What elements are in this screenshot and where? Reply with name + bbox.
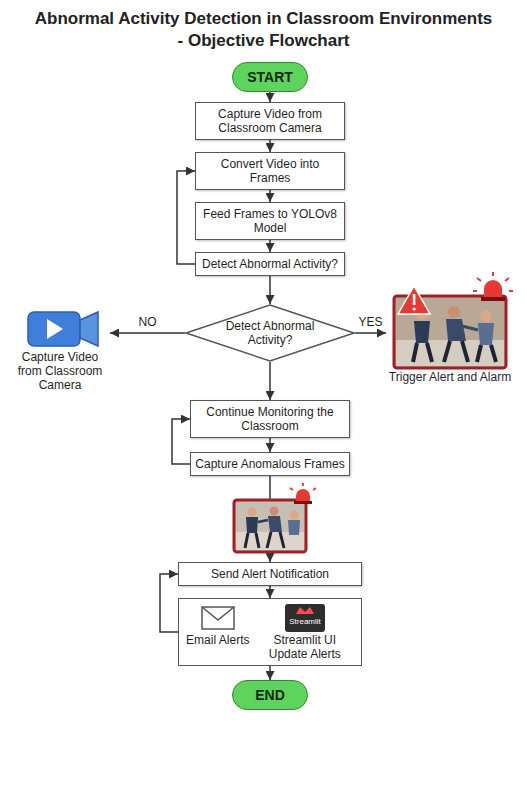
- camera-body: [28, 312, 80, 346]
- logo-tile: [285, 604, 325, 632]
- connector-arrow: [269, 92, 271, 102]
- illustrated-node: Capture Video from Classroom Camera: [10, 304, 110, 392]
- email-envelope-icon: [202, 607, 234, 629]
- illustrated-node: Trigger Alert and Alarm: [386, 294, 514, 384]
- person-legs: [444, 341, 468, 362]
- process-box: Detect Abnormal Activity?: [195, 252, 345, 276]
- person-legs: [267, 532, 284, 548]
- node-text: Email Alerts: [183, 633, 253, 647]
- diagram-title: Abnormal Activity Detection in Classroom…: [30, 8, 497, 52]
- person-arm: [258, 520, 268, 522]
- connector-arrow: [269, 140, 271, 152]
- warning-dot: [413, 307, 416, 310]
- alert-channels-box: Email AlertsStreamlit UI Update Alerts: [178, 598, 362, 666]
- connector-arrow: [269, 276, 271, 304]
- node-text: Detect Abnormal Activity?: [202, 257, 338, 271]
- process-box: Feed Frames to YOLOv8 Model: [195, 202, 345, 240]
- siren-rays: [290, 483, 316, 490]
- person-body: [288, 520, 300, 535]
- play-symbol: [47, 319, 63, 339]
- siren-dome: [296, 489, 310, 502]
- video-camera-icon: [28, 312, 98, 346]
- envelope-body: [202, 607, 234, 629]
- node-text: END: [255, 687, 285, 703]
- node-text: Capture Video from Classroom Camera: [10, 350, 110, 392]
- siren-base: [294, 501, 312, 504]
- warning-mark: [413, 294, 416, 305]
- camera-lens: [80, 312, 98, 346]
- edge-label: YES: [356, 315, 384, 329]
- connector-arrow: [172, 419, 190, 464]
- person-legs: [477, 345, 496, 362]
- person-head: [448, 306, 460, 318]
- warning-triangle: [398, 286, 430, 314]
- terminal-pill: END: [232, 680, 308, 710]
- logo-crown: [296, 607, 314, 614]
- connector-arrow: [177, 171, 195, 264]
- person-head: [290, 511, 299, 520]
- node-text: Streamlit UI Update Alerts: [253, 633, 357, 661]
- decision-diamond: Detect Abnormal Activity?: [185, 304, 355, 362]
- alert-scene-picture: [394, 272, 513, 368]
- node-text: Feed Frames to YOLOv8 Model: [200, 207, 340, 235]
- connector-arrow: [269, 240, 271, 252]
- siren-dome: [484, 280, 502, 298]
- person-body: [446, 319, 466, 341]
- connector-arrow: [269, 362, 271, 400]
- connector-arrow: [269, 666, 271, 680]
- process-box: Continue Monitoring the Classroom: [190, 400, 350, 438]
- node-text: Send Alert Notification: [211, 567, 329, 581]
- streamlit-logo: [285, 604, 325, 632]
- siren-base: [481, 297, 505, 301]
- node-text: Detect Abnormal Activity?: [212, 319, 328, 347]
- node-text: START: [247, 69, 293, 85]
- person-legs: [413, 343, 432, 362]
- process-box: Convert Video into Frames: [195, 152, 345, 190]
- person-head: [480, 310, 492, 322]
- terminal-pill: START: [232, 62, 308, 92]
- person-body: [414, 321, 430, 343]
- process-box: Send Alert Notification: [178, 562, 362, 586]
- envelope-flap: [202, 607, 234, 620]
- connector-arrow: [160, 574, 178, 632]
- person-body: [246, 517, 258, 533]
- anomalous-frame-picture: [234, 483, 316, 552]
- person-body: [478, 323, 494, 345]
- connector-arrow: [269, 190, 271, 202]
- connector-arrow: [355, 332, 386, 334]
- picture-frame: [234, 500, 306, 552]
- connector-arrow: [110, 332, 185, 334]
- person-body: [268, 516, 282, 532]
- node-text: Capture Video from Classroom Camera: [200, 107, 340, 135]
- edge-label: NO: [137, 315, 159, 329]
- person-head: [248, 508, 257, 517]
- process-box: Capture Video from Classroom Camera: [195, 102, 345, 140]
- node-text: Convert Video into Frames: [200, 157, 340, 185]
- logo-label: Streamlit: [285, 617, 325, 627]
- person-legs: [245, 533, 259, 548]
- diamond-shape: [186, 305, 354, 361]
- connector-arrow: [269, 438, 271, 452]
- person-head: [270, 507, 279, 516]
- node-text: Capture Anomalous Frames: [195, 457, 344, 471]
- process-box: Capture Anomalous Frames: [190, 452, 350, 476]
- siren-rays: [473, 272, 513, 291]
- node-text: Trigger Alert and Alarm: [389, 370, 511, 384]
- connector-arrow: [269, 586, 271, 598]
- node-text: Continue Monitoring the Classroom: [195, 405, 345, 433]
- person-arm: [462, 326, 478, 330]
